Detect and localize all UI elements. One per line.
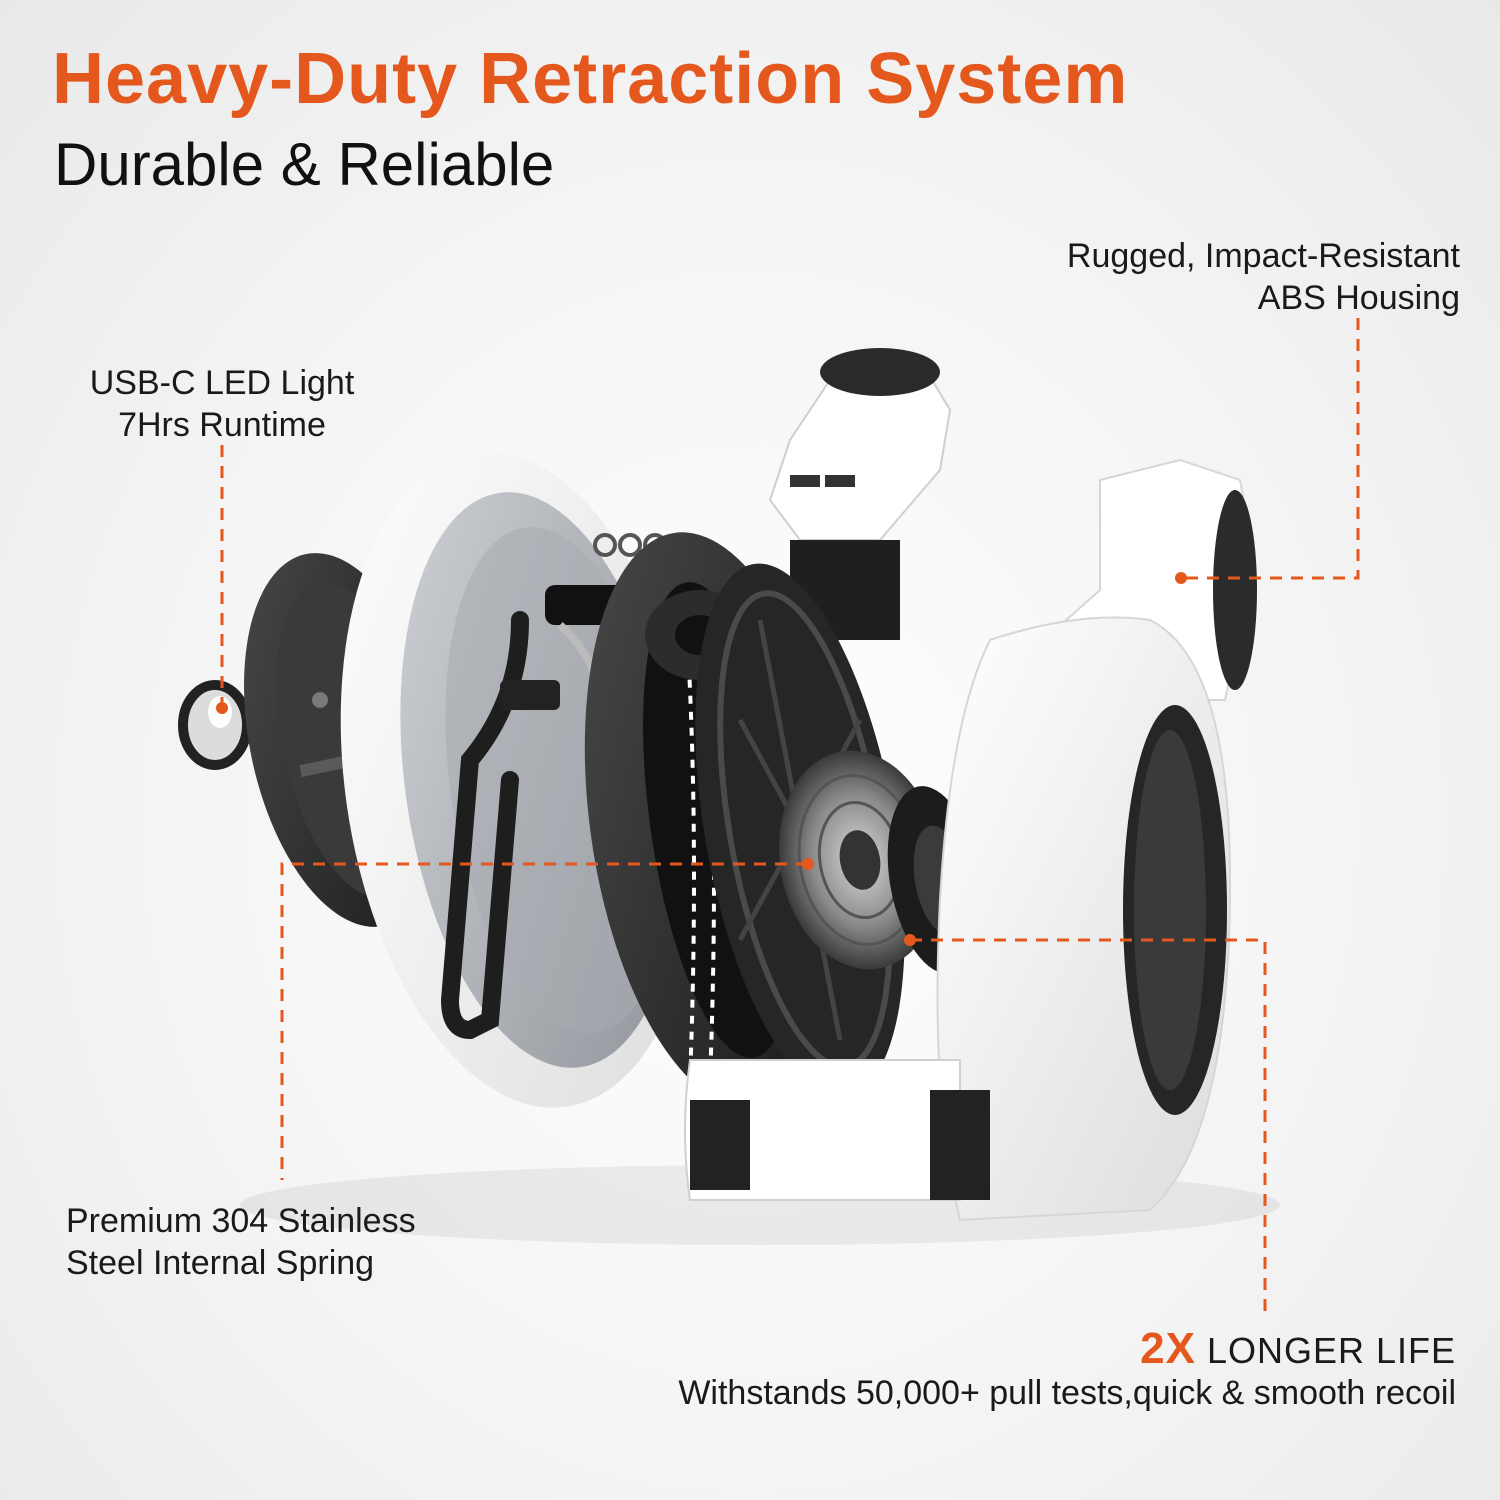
brake-button <box>768 348 952 640</box>
callout-housing: Rugged, Impact-Resistant ABS Housing <box>1067 235 1460 319</box>
anchor-housing <box>1175 572 1187 584</box>
callout-light-line1: USB-C LED Light <box>89 364 355 402</box>
callout-leader-lines <box>220 318 1360 1320</box>
callout-longer-life: 2X LONGER LIFE Withstands 50,000+ pull t… <box>678 1327 1456 1414</box>
anchor-life <box>904 934 916 946</box>
callout-housing-line2: ABS Housing <box>1257 279 1460 317</box>
callout-led-light: USB-C LED Light 7Hrs Runtime <box>62 362 382 446</box>
bottom-base-shell <box>684 1059 990 1201</box>
anchor-spring <box>802 858 814 870</box>
leader-housing <box>1183 318 1360 580</box>
callout-spring: Premium 304 Stainless Steel Internal Spr… <box>66 1200 416 1284</box>
callout-spring-line1: Premium 304 Stainless <box>66 1202 416 1240</box>
callout-light-line2: 7Hrs Runtime <box>118 406 326 444</box>
callout-housing-line1: Rugged, Impact-Resistant <box>1066 237 1460 275</box>
page-subtitle: Durable & Reliable <box>54 131 555 198</box>
anchor-light <box>216 702 228 714</box>
callout-life-highlight: 2X <box>1140 1324 1196 1373</box>
callout-life-heading: 2X LONGER LIFE <box>678 1327 1456 1372</box>
callout-anchor-dots <box>216 572 1187 946</box>
page-title: Heavy-Duty Retraction System <box>52 39 1129 119</box>
callout-life-heading-text: LONGER LIFE <box>1206 1330 1456 1371</box>
callout-life-detail: Withstands 50,000+ pull tests,quick & sm… <box>678 1374 1456 1412</box>
callout-spring-line2: Steel Internal Spring <box>66 1244 375 1282</box>
right-abs-housing <box>936 458 1257 1222</box>
leader-spring <box>280 862 808 1180</box>
